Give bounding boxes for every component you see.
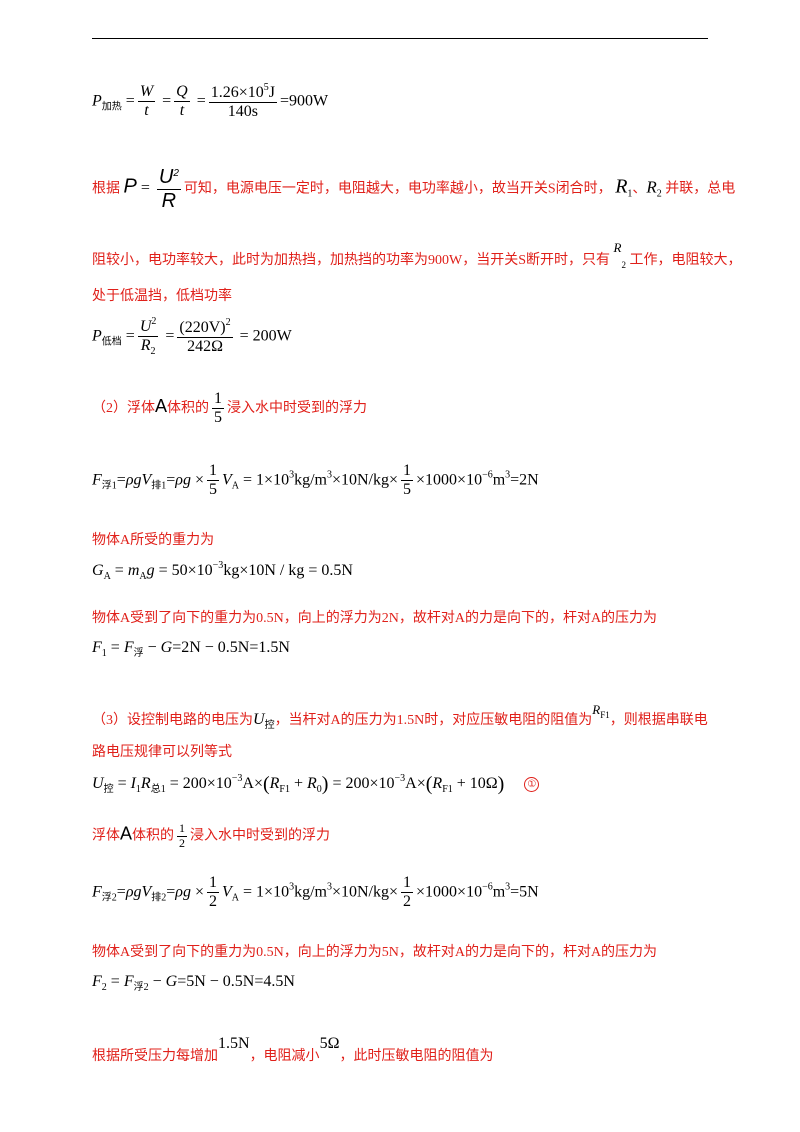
- equation-gravity: GA = mAg = 50×10−3kg×10N / kg = 0.5N: [92, 560, 353, 582]
- equation-control-voltage: U控 = I1R总1 = 200×10−3A×(RF1 + R0) = 200×…: [92, 772, 540, 797]
- paragraph-series-law: 路电压规律可以列等式: [92, 745, 232, 760]
- paragraph-gravity: 物体A所受的重力为: [92, 533, 215, 548]
- equation-force-1: F1 = F浮 − G=2N − 0.5N=1.5N: [92, 639, 290, 659]
- paragraph-force-2: 物体A受到了向下的重力为0.5N，向上的浮力为5N，故杆对A的力是向下的，杆对A…: [92, 945, 658, 960]
- paragraph-heating-state: 阻较小，电功率较大，此时为加热挡，加热挡的功率为900W，当开关S断开时，只有 …: [92, 240, 742, 270]
- paragraph-low-state: 处于低温挡，低档功率: [92, 289, 232, 304]
- paragraph-resistance-change: 根据所受压力每增加1.5N，电阻减小5Ω，此时压敏电阻的阻值为: [92, 1035, 494, 1064]
- equation-marker-1: ①: [524, 776, 540, 792]
- header-rule: [92, 38, 708, 39]
- section-3-heading: （3）设控制电路的电压为U控，当杆对A的压力为1.5N时，对应压敏电阻的阻值为R…: [92, 702, 708, 731]
- paragraph-force-1: 物体A受到了向下的重力为0.5N，向上的浮力为2N，故杆对A的力是向下的，杆对A…: [92, 611, 658, 626]
- equation-force-2: F2 = F浮2 − G=5N − 0.5N=4.5N: [92, 973, 295, 993]
